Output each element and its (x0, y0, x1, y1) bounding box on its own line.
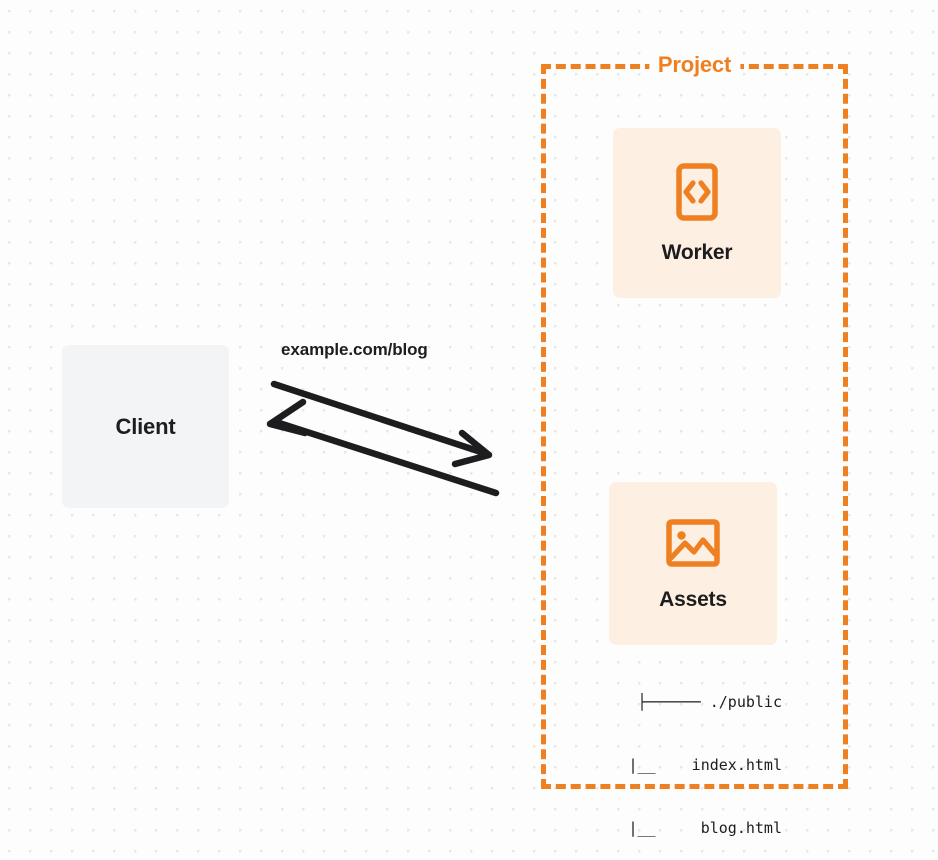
assets-node[interactable]: Assets (609, 482, 777, 645)
worker-node-label: Worker (661, 241, 733, 264)
client-node[interactable]: Client (62, 345, 229, 508)
file-tree-line-index: |__ index.html (592, 756, 782, 774)
response-arrow (266, 398, 500, 497)
image-picture-icon (662, 516, 724, 572)
file-tree-line-root: ├────── ./public (637, 693, 783, 711)
client-node-label: Client (115, 413, 176, 439)
project-group: Project (541, 52, 848, 789)
code-brackets-icon (666, 161, 728, 223)
file-tree-line-blog: |__ blog.html (592, 819, 782, 837)
request-url-label: example.com/blog (281, 340, 428, 359)
request-arrow (270, 380, 493, 468)
worker-node[interactable]: Worker (613, 128, 781, 298)
asset-file-tree: ├────── ./public |__ index.html |__ blog… (560, 650, 782, 860)
assets-node-label: Assets (659, 587, 727, 611)
project-group-title: Project (648, 52, 741, 78)
